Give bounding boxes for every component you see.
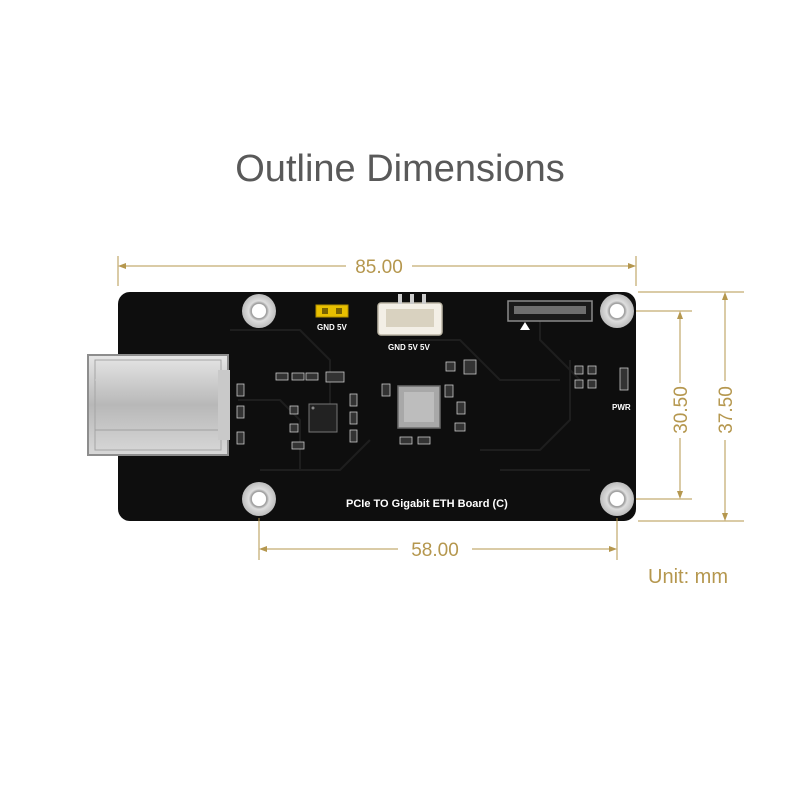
width-dimension-label: 85.00 (355, 257, 403, 278)
mounting-hole-top-left (242, 294, 276, 328)
page-title: Outline Dimensions (235, 148, 565, 190)
power-header: GND 5V (315, 304, 349, 332)
inductor (397, 385, 441, 429)
height-dimension-label: 37.50 (716, 386, 737, 434)
ethernet-controller-chip (308, 403, 338, 433)
dimension-lines (117, 256, 744, 560)
rj45-ethernet-port (87, 354, 230, 456)
hole-spacing-horizontal-label: 58.00 (411, 540, 459, 561)
fpc-connector (507, 300, 593, 330)
hole-spacing-vertical-label: 30.50 (671, 386, 692, 434)
unit-label: Unit: mm (648, 566, 728, 588)
pwr-led-label: PWR (612, 403, 631, 412)
mounting-hole-bottom-left (242, 482, 276, 516)
pcb-board (118, 292, 636, 521)
connector-silkscreen-label: GND 5V 5V (388, 343, 430, 352)
mounting-hole-bottom-right (600, 482, 634, 516)
header-silkscreen-label: GND 5V (317, 323, 347, 332)
smd-components (236, 359, 629, 450)
mounting-hole-top-right (600, 294, 634, 328)
jst-connector: GND 5V 5V (377, 294, 443, 352)
board-name-label: PCIe TO Gigabit ETH Board (C) (346, 498, 508, 510)
